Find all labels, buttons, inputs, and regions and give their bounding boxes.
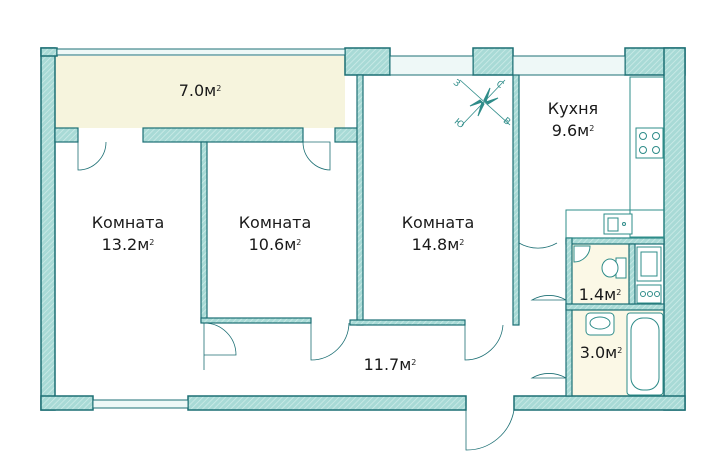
compass-icon — [459, 79, 511, 126]
room-name: Кухня — [547, 99, 599, 118]
room-area: 9.6 — [551, 121, 578, 140]
balcony-label: 7.0м2 — [150, 80, 250, 102]
unit: м — [604, 285, 617, 304]
room3-label: Комната 14.8м2 — [388, 212, 488, 256]
balcony-floor — [55, 56, 345, 128]
unit: м — [137, 235, 150, 254]
windows — [56, 48, 626, 409]
room-name: Комната — [91, 213, 165, 232]
unit: м — [447, 235, 460, 254]
compass-w: З — [451, 78, 462, 90]
unit: м — [605, 343, 618, 362]
outer-walls — [40, 47, 686, 411]
unit-exponent: 2 — [616, 288, 622, 297]
room-area: 10.6 — [248, 235, 285, 254]
unit: м — [399, 355, 412, 374]
room2-label: Комната 10.6м2 — [225, 212, 325, 256]
hall-label: 11.7м2 — [340, 354, 440, 376]
unit-exponent: 2 — [411, 358, 417, 367]
room-area: 13.2 — [101, 235, 138, 254]
kitchen-fixtures — [565, 76, 665, 239]
unit-exponent: 2 — [216, 84, 222, 93]
bathroom-label: 3.0м2 — [570, 342, 632, 364]
unit-exponent: 2 — [296, 238, 302, 247]
toilet-label: 1.4м2 — [570, 284, 630, 306]
unit: м — [577, 121, 590, 140]
compass-s: Ю — [452, 117, 466, 131]
unit-exponent: 2 — [617, 346, 623, 355]
room-area: 3.0 — [579, 343, 606, 362]
kitchen-label: Кухня 9.6м2 — [523, 98, 623, 142]
interior-walls — [54, 74, 665, 397]
room-area: 14.8 — [411, 235, 448, 254]
room-area: 1.4 — [578, 285, 605, 304]
compass-n: С — [494, 79, 505, 91]
unit: м — [204, 81, 217, 100]
compass-e: В — [501, 116, 512, 128]
room-name: Комната — [401, 213, 475, 232]
room-area: 11.7 — [363, 355, 400, 374]
bath-fixtures — [573, 245, 664, 396]
unit: м — [284, 235, 297, 254]
unit-exponent: 2 — [589, 124, 595, 133]
balcony-area: 7.0 — [178, 81, 205, 100]
room-name: Комната — [238, 213, 312, 232]
room1-label: Комната 13.2м2 — [78, 212, 178, 256]
unit-exponent: 2 — [459, 238, 465, 247]
unit-exponent: 2 — [149, 238, 155, 247]
doors — [77, 141, 567, 451]
